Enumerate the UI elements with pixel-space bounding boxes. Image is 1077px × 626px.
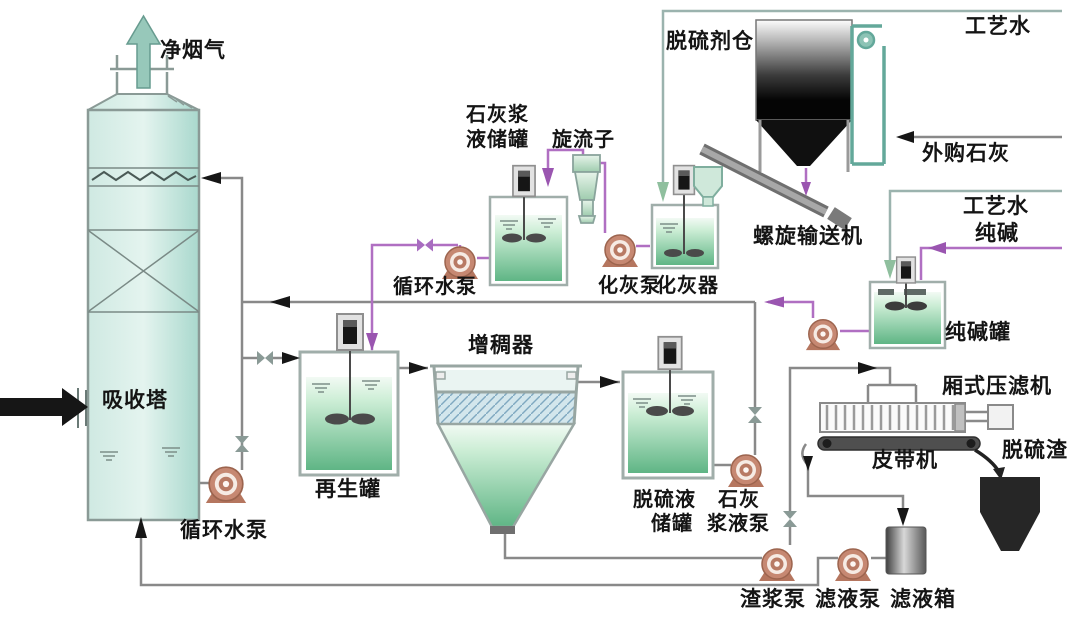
- soda-ash-pump-icon: [805, 319, 841, 351]
- gray-process-pipes: [139, 135, 1062, 587]
- soda-ash-tank: [868, 256, 947, 350]
- valve-icon: [417, 238, 433, 252]
- filtrate-tank-drum: [885, 526, 927, 575]
- soda-ash-inlet-pipe: [919, 246, 1062, 280]
- label-absorber: 吸收塔: [102, 389, 168, 412]
- flue-gas-inlet-arrow: [0, 388, 88, 426]
- label-filtrate-pump: 滤液泵: [815, 588, 881, 611]
- press-piston-block: [987, 404, 1014, 430]
- circulating-pump-mid-icon: [441, 246, 479, 280]
- label-circ-pump-mid: 循环水泵: [393, 276, 477, 298]
- flow-arrow-icon: [366, 168, 946, 351]
- label-lime-slaker: 化灰器: [656, 275, 719, 297]
- label-lime-slurry-pump-2: 浆液泵: [707, 513, 770, 535]
- label-desulfurizer-silo: 脱硫剂仓: [666, 30, 754, 53]
- absorber-recycle-riser-pipe: [206, 176, 244, 470]
- slaker-feed-funnel-icon: [693, 166, 723, 207]
- cyclone-overflow-pipe: [546, 148, 585, 180]
- lime-slaker-tank: [650, 164, 723, 270]
- water-pipes: [661, 9, 1062, 262]
- slag-slurry-pump-icon: [758, 548, 796, 582]
- label-slag-slurry-pump: 渣浆泵: [740, 588, 806, 611]
- spray-nozzle-row: [91, 170, 197, 182]
- label-soda-ash: 纯碱: [975, 222, 1019, 245]
- label-chamber-filter-press: 厢式压滤机: [942, 375, 1052, 398]
- process-water-soda-pipe: [888, 189, 1062, 262]
- label-circ-pump-bottom: 循环水泵: [180, 519, 268, 542]
- valve-icon: [235, 351, 797, 527]
- flow-arrow-icon: [135, 131, 914, 538]
- label-desulf-residue: 脱硫渣: [1002, 439, 1068, 462]
- label-lime-slurry-tank-2: 液储罐: [466, 129, 529, 151]
- label-purchased-lime: 外购石灰: [922, 142, 1010, 165]
- agitator-motor-icon: [512, 164, 536, 198]
- spray-section: [88, 167, 199, 187]
- lime-slaking-pump-icon: [601, 234, 639, 268]
- agitator-motor-icon: [336, 313, 364, 351]
- shoulder-hatch: [167, 95, 193, 109]
- label-regeneration-tank: 再生罐: [315, 478, 381, 501]
- label-clean-flue-gas: 净烟气: [160, 39, 226, 62]
- filtrate-pump-icon: [834, 548, 872, 582]
- label-lime-slurry-tank-1: 石灰浆: [466, 104, 529, 126]
- chamber-filter-press: [819, 402, 1014, 433]
- label-soda-ash-tank: 纯碱罐: [945, 321, 1011, 344]
- agitator-motor-icon: [895, 256, 917, 284]
- valve-icons: [235, 238, 797, 527]
- clean-gas-arrow-icon: [125, 14, 162, 89]
- label-cyclone: 旋流子: [552, 129, 615, 151]
- label-filtrate-tank: 滤液箱: [890, 588, 956, 611]
- label-process-water-right: 工艺水: [963, 195, 1029, 218]
- label-thickener: 增稠器: [468, 334, 534, 357]
- agitator-motor-icon: [672, 164, 696, 196]
- label-lime-slurry-pump-1: 石灰: [718, 489, 760, 511]
- label-desulf-tank-2: 储罐: [651, 513, 693, 535]
- agitator-motor-icon: [657, 335, 683, 371]
- circulating-pump-bottom-icon: [204, 466, 248, 504]
- packing-section: [88, 229, 199, 313]
- residue-hopper: [980, 477, 1040, 551]
- desulfurizer-silo: [755, 19, 886, 172]
- belt-filtrate-drain-pipe: [801, 443, 905, 522]
- lime-slurry-storage-tank: [488, 164, 569, 287]
- label-belt-conveyor: 皮带机: [872, 449, 938, 472]
- belt-conveyor: [817, 436, 1005, 480]
- label-lime-slaking-pump: 化灰泵: [598, 275, 661, 297]
- process-water-slaker-pipe: [661, 9, 1062, 186]
- tower-bottom-return-pipe: [139, 520, 888, 587]
- desulf-liquid-storage-tank: [621, 335, 715, 480]
- flow-arrowheads: [135, 131, 946, 538]
- thickener-vessel: [430, 364, 582, 534]
- flow-arrow-icon: [657, 182, 896, 279]
- screw-conveyor: [699, 143, 852, 230]
- cyclone-feed-pipe: [600, 161, 607, 233]
- label-desulf-tank-1: 脱硫液: [633, 489, 696, 511]
- lime-slurry-pump-icon: [727, 454, 765, 488]
- regeneration-tank: [298, 313, 400, 477]
- label-screw-conveyor: 螺旋输送机: [753, 225, 863, 248]
- bucket-elevator-icon: [850, 24, 886, 166]
- filter-press-feed-pipe: [788, 366, 918, 545]
- cyclone-separator: [572, 154, 601, 224]
- thickener-underflow-pipe: [503, 532, 762, 560]
- label-process-water-top: 工艺水: [965, 15, 1031, 38]
- absorber-tower: [0, 14, 201, 522]
